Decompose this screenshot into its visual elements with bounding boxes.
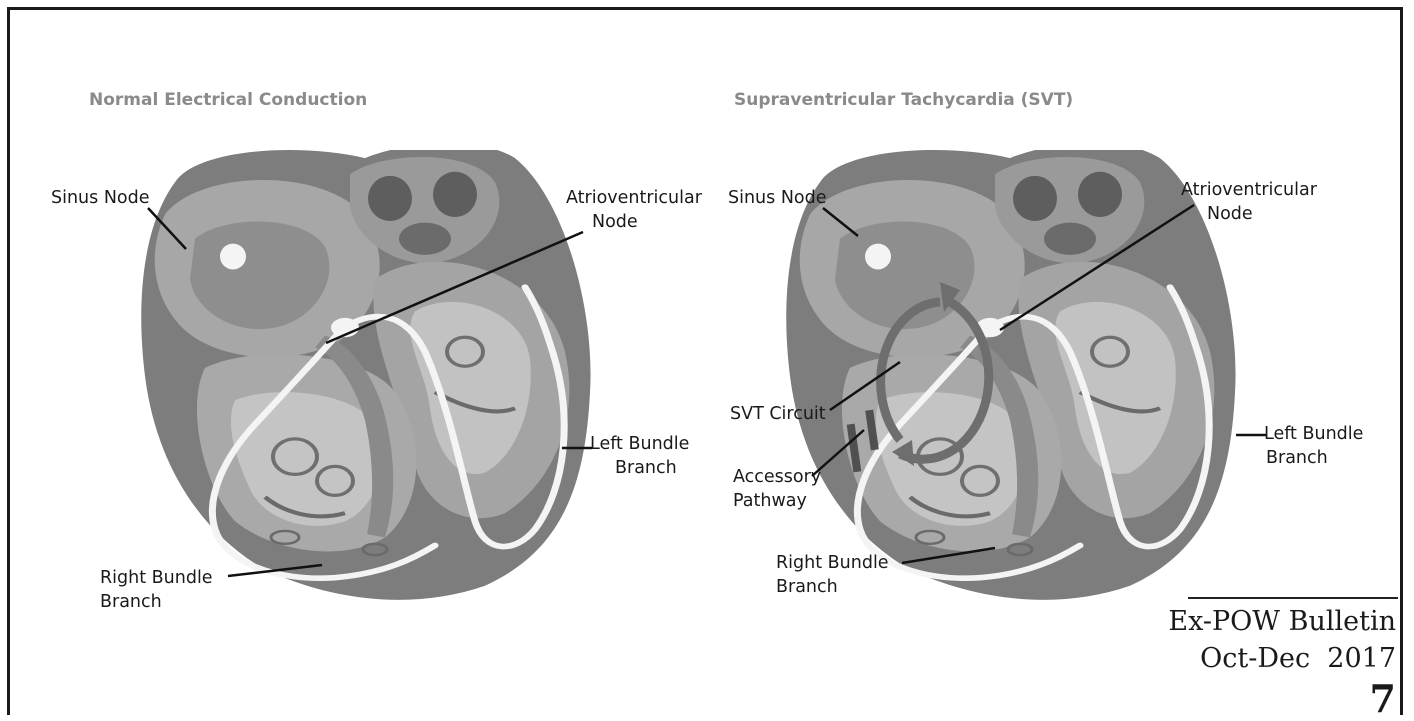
footer-rule <box>1188 597 1398 599</box>
publication-name: Ex-POW Bulletin <box>1168 606 1396 637</box>
page-number: 7 <box>1370 676 1396 721</box>
issue-date: Oct-Dec 2017 <box>1200 643 1396 674</box>
